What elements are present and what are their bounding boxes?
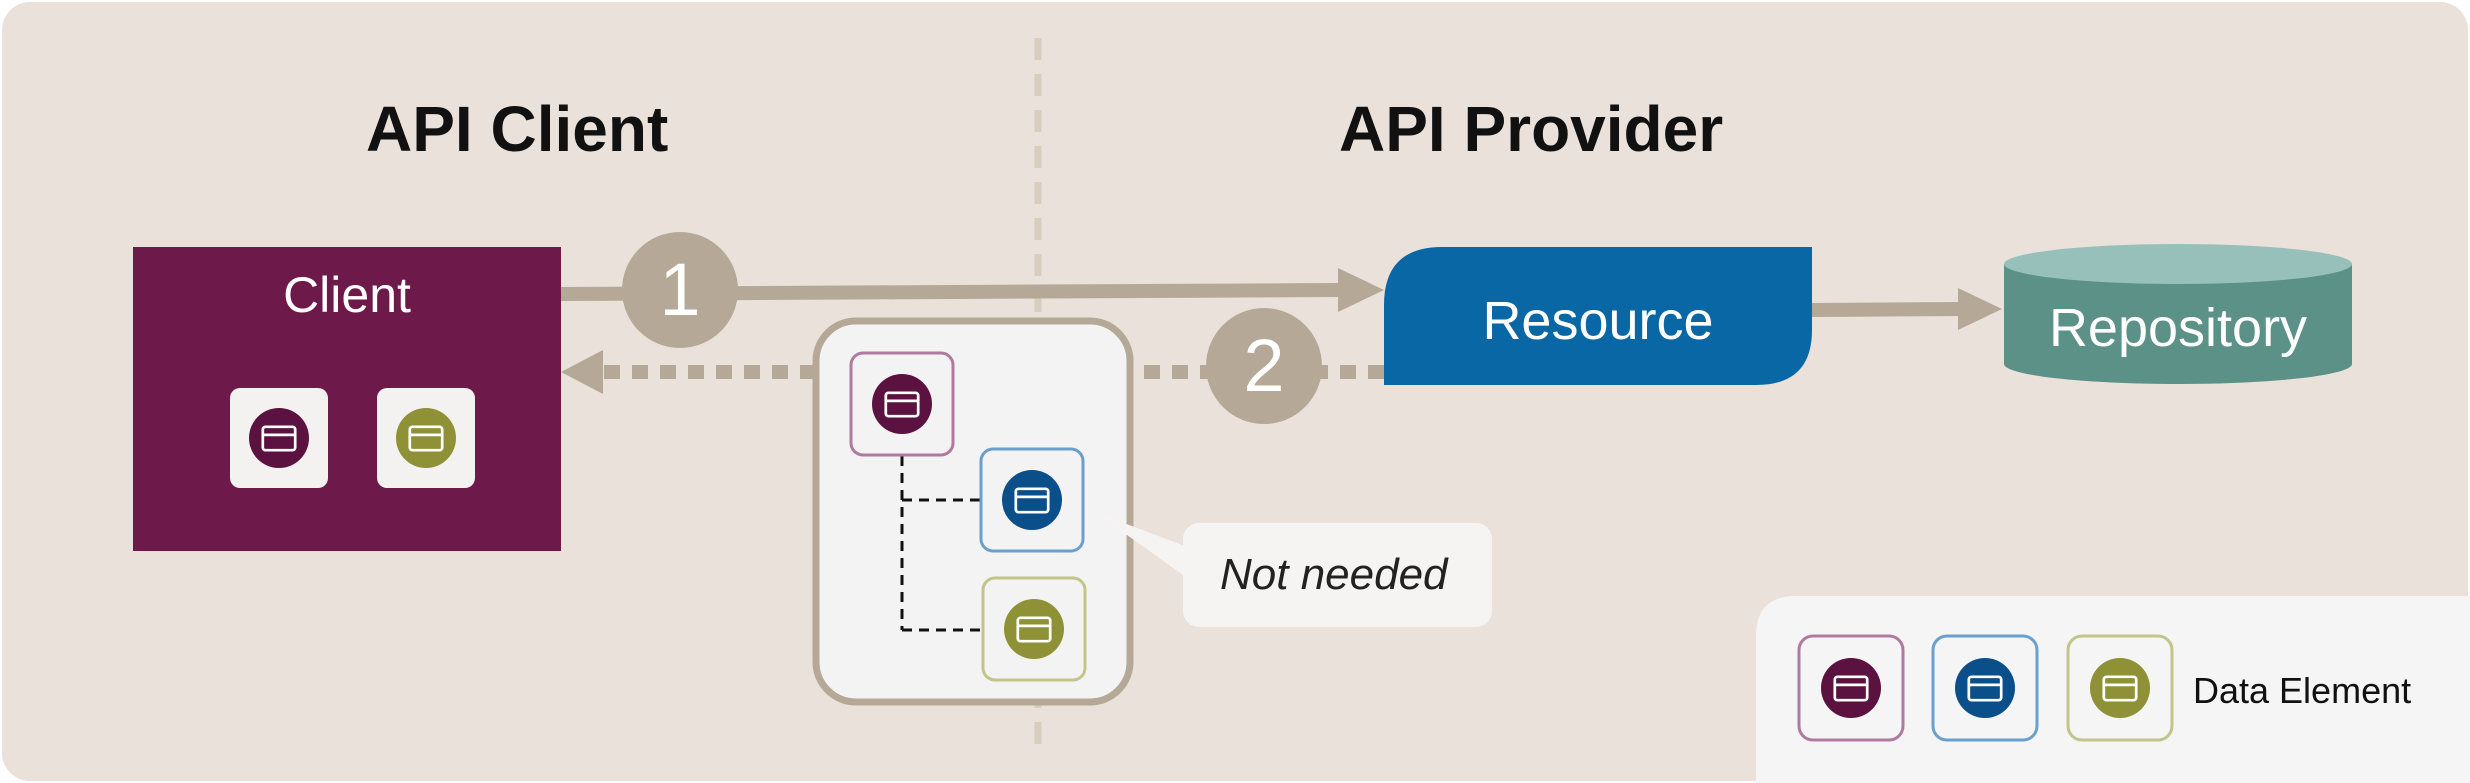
not-needed-label: Not needed xyxy=(1220,550,1448,599)
not-needed-callout xyxy=(1095,512,1492,627)
data-element-icon xyxy=(1955,658,2015,718)
payload-element-purple xyxy=(849,351,955,457)
repository-cylinder xyxy=(2004,244,2352,384)
step-2-badge xyxy=(1206,308,1322,424)
resource-box xyxy=(1384,247,1812,385)
data-element-icon xyxy=(396,408,456,468)
repository-arrowhead xyxy=(1958,288,2002,330)
data-element-icon xyxy=(2090,658,2150,718)
data-element-icon xyxy=(872,374,932,434)
client-box xyxy=(133,247,561,551)
data-element-icon xyxy=(1002,470,1062,530)
legend-element-blue xyxy=(1931,634,2039,742)
response-arrowhead xyxy=(561,350,603,394)
request-arrowhead xyxy=(1338,268,1384,312)
client-element-purple xyxy=(230,388,328,488)
legend-element-purple xyxy=(1797,634,1905,742)
step-1-badge xyxy=(622,232,738,348)
data-element-icon xyxy=(1004,599,1064,659)
client-element-olive xyxy=(377,388,475,488)
api-provider-heading: API Provider xyxy=(1339,93,1724,165)
step-1-label: 1 xyxy=(659,248,701,331)
legend-element-olive xyxy=(2066,634,2174,742)
payload-tree-connectors xyxy=(900,456,982,632)
repository-arrow-line xyxy=(1811,302,1961,317)
payload-element-blue xyxy=(979,447,1085,553)
data-element-icon xyxy=(249,408,309,468)
data-element-icon xyxy=(1821,658,1881,718)
legend-label: Data Element xyxy=(2193,670,2412,711)
repository-label: Repository xyxy=(2048,298,2308,358)
resource-label: Resource xyxy=(1482,291,1714,351)
api-client-heading: API Client xyxy=(366,93,669,165)
step-2-label: 2 xyxy=(1243,324,1285,407)
client-label: Client xyxy=(283,267,411,323)
payload-element-olive xyxy=(981,576,1087,682)
